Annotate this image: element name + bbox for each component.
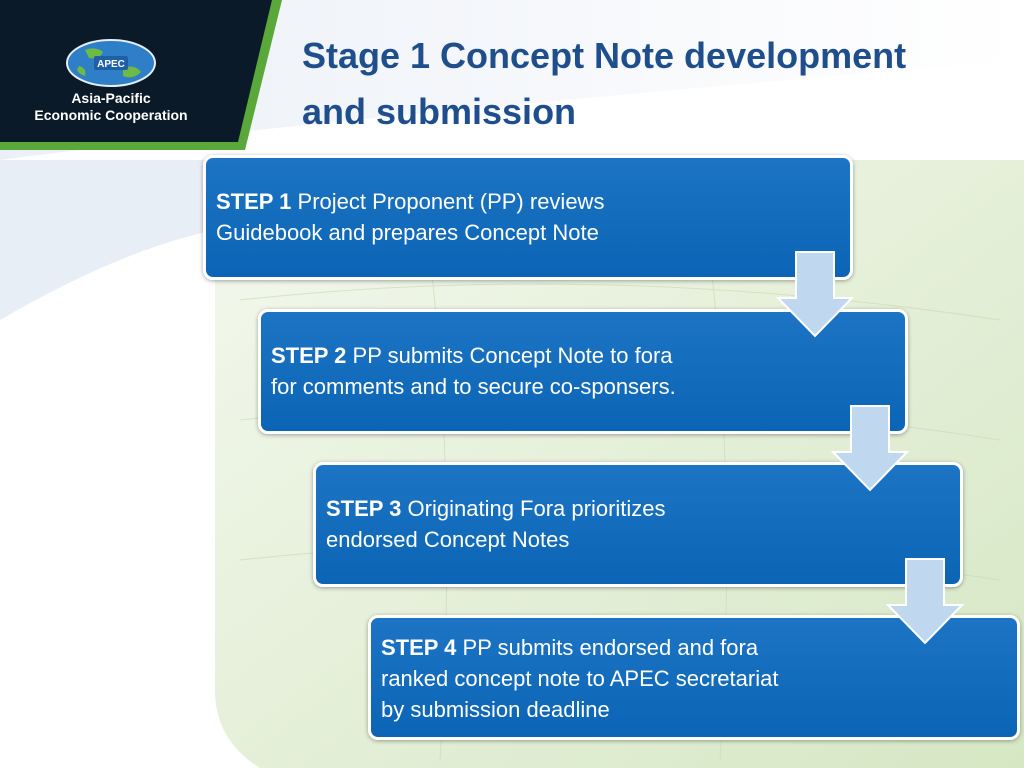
step-3-text-1: Originating Fora prioritizes [401,496,666,521]
down-arrow-icon-1 [776,251,854,338]
apec-emblem-text: APEC [97,59,125,70]
step-2-label: STEP 2 [271,343,347,368]
step-4-box: STEP 4 PP submits endorsed and fora rank… [368,615,1020,740]
down-arrow-icon-2 [831,405,909,492]
step-2-line-1: STEP 2 PP submits Concept Note to fora [271,340,895,371]
apec-wordmark: Asia-Pacific Economic Cooperation [0,90,222,124]
title-line-1: Stage 1 Concept Note development [302,35,907,76]
page-title: Stage 1 Concept Note development and sub… [302,28,1002,140]
step-3-text-2: endorsed Concept Notes [326,527,570,552]
step-2-text-2: for comments and to secure co-sponsers. [271,374,676,399]
step-4-text-3: by submission deadline [381,697,610,722]
down-arrow-icon-3 [886,558,964,645]
step-1-text-2: Guidebook and prepares Concept Note [216,220,599,245]
title-line-2: and submission [302,91,577,132]
step-2-text-1: PP submits Concept Note to fora [346,343,673,368]
step-1-line-1: STEP 1 Project Proponent (PP) reviews [216,186,840,217]
step-3-box: STEP 3 Originating Fora prioritizes endo… [313,462,963,587]
step-4-text-1: PP submits endorsed and fora [456,635,759,660]
step-2-box: STEP 2 PP submits Concept Note to fora f… [258,309,908,434]
step-4-text-2: ranked concept note to APEC secretariat [381,666,779,691]
step-4-line-1: STEP 4 PP submits endorsed and fora [381,632,1007,663]
logo-line-1: Asia-Pacific [71,90,151,106]
step-1-label: STEP 1 [216,189,292,214]
step-4-label: STEP 4 [381,635,457,660]
step-1-text-1: Project Proponent (PP) reviews [291,189,605,214]
logo-line-2: Economic Cooperation [34,107,188,123]
step-1-box: STEP 1 Project Proponent (PP) reviews Gu… [203,155,853,280]
step-3-label: STEP 3 [326,496,402,521]
step-3-line-1: STEP 3 Originating Fora prioritizes [326,493,950,524]
apec-globe-icon: APEC [66,39,156,87]
